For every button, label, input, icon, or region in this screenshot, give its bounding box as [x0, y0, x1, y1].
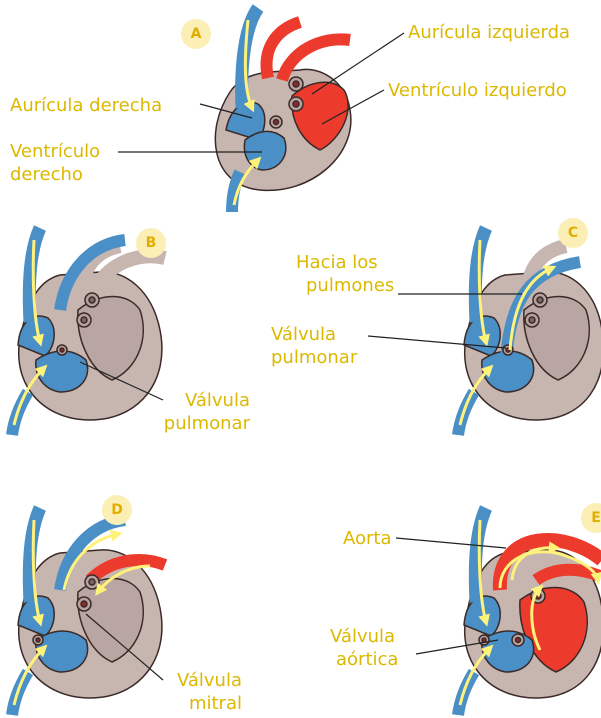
panel-badge-b: B — [136, 228, 166, 258]
heart-e — [452, 505, 601, 716]
label-valvula-aortica-line2: aórtica — [336, 649, 399, 670]
label-ventriculo-derecho-line1: Ventrículo — [10, 141, 101, 162]
label-ventriculo-izquierdo: Ventrículo izquierdo — [388, 80, 567, 101]
label-valvula-mitral-line1: Válvula — [176, 670, 242, 691]
leader-auricula-derecha — [199, 103, 253, 119]
leader-auricula-izquierda — [311, 32, 405, 95]
panel-badge-c: C — [558, 218, 588, 248]
panel-badge-d: D — [102, 495, 132, 525]
panel-badge-a: A — [181, 19, 211, 49]
heart-a — [214, 4, 352, 213]
label-auricula-derecha: Aurícula derecha — [10, 95, 163, 116]
leader-ventriculo-izquierdo — [321, 89, 385, 125]
leader-aorta — [395, 537, 507, 549]
leader-valvula-mitral — [85, 613, 164, 681]
heart-b — [6, 225, 167, 436]
label-ventriculo-derecho-line2: derecho — [10, 164, 83, 185]
leader-valvula-pulmonar-b — [79, 361, 164, 401]
leader-valvula-pulmonar-c — [367, 335, 507, 349]
heart-d — [6, 505, 168, 716]
label-hacia-pulmones-line2: pulmones — [306, 275, 395, 296]
label-auricula-izquierda: Aurícula izquierda — [408, 22, 571, 43]
panel-badge-e: E — [581, 503, 601, 533]
label-hacia-pulmones-line1: Hacia los — [296, 252, 378, 273]
label-valvula-mitral-line2: mitral — [188, 693, 242, 714]
leader-lines — [79, 32, 522, 681]
heart-c — [452, 225, 601, 436]
label-valvula-pulmonar-b-line1: Válvula — [184, 390, 250, 411]
label-valvula-pulmonar-b-line2: pulmonar — [163, 413, 250, 434]
leader-valvula-aortica — [415, 639, 499, 655]
label-valvula-pulmonar-c-line2: pulmonar — [271, 347, 358, 368]
label-valvula-pulmonar-c-line1: Válvula — [271, 324, 337, 345]
label-valvula-aortica-line1: Válvula — [330, 626, 396, 647]
label-aorta: Aorta — [343, 528, 392, 549]
